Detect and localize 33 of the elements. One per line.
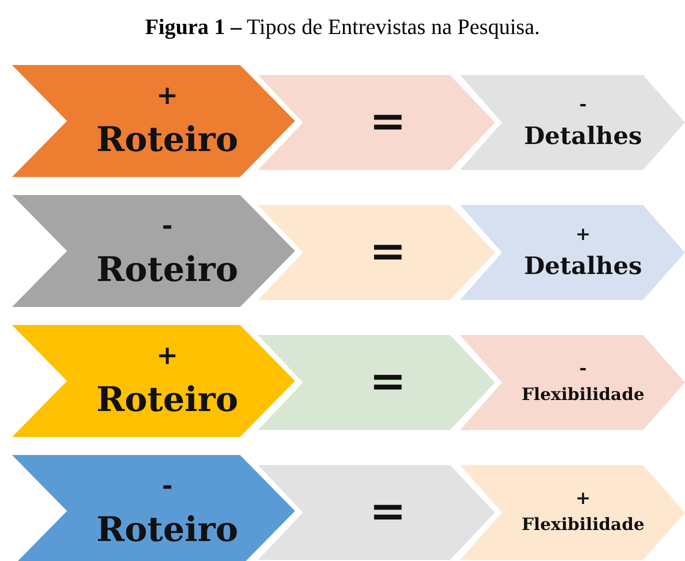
chevron-shape: [460, 205, 685, 300]
sign-text: -: [579, 95, 587, 116]
chevron-shape: [460, 75, 685, 170]
equals-sign: =: [369, 357, 406, 408]
chevron-label: Detalhes: [524, 252, 642, 280]
sign-text: -: [162, 472, 173, 502]
chevron-shape: [258, 205, 495, 300]
sign-text: -: [579, 359, 587, 380]
chevron-label: Flexibilidade: [522, 386, 644, 406]
chevron-shape: [12, 195, 295, 307]
chevron-label: Flexibilidade: [522, 516, 644, 536]
chevron-label: Detalhes: [524, 122, 642, 150]
chevron-shape: [258, 465, 495, 560]
sign-text: +: [575, 489, 591, 510]
equals-sign: =: [369, 97, 406, 148]
sign-text: +: [156, 342, 178, 372]
chevron-shape: [258, 75, 495, 170]
chevron-label: Roteiro: [96, 251, 238, 290]
chevron-shape: [460, 335, 685, 430]
chevron-shape: [460, 465, 685, 560]
sign-text: -: [162, 212, 173, 242]
equals-sign: =: [369, 487, 406, 538]
sign-text: +: [575, 225, 591, 246]
chevron-shape: [258, 335, 495, 430]
equals-sign: =: [369, 227, 406, 278]
chevron-label: Roteiro: [96, 511, 238, 550]
chevron-shape: [12, 65, 295, 177]
chevron-shape: [12, 325, 295, 437]
chevron-shape: [12, 455, 295, 561]
sign-text: +: [156, 82, 178, 112]
chevron-label: Roteiro: [96, 381, 238, 420]
chevron-label: Roteiro: [96, 121, 238, 160]
figure-title: Figura 1 – Tipos de Entrevistas na Pesquisa.: [144, 14, 541, 40]
